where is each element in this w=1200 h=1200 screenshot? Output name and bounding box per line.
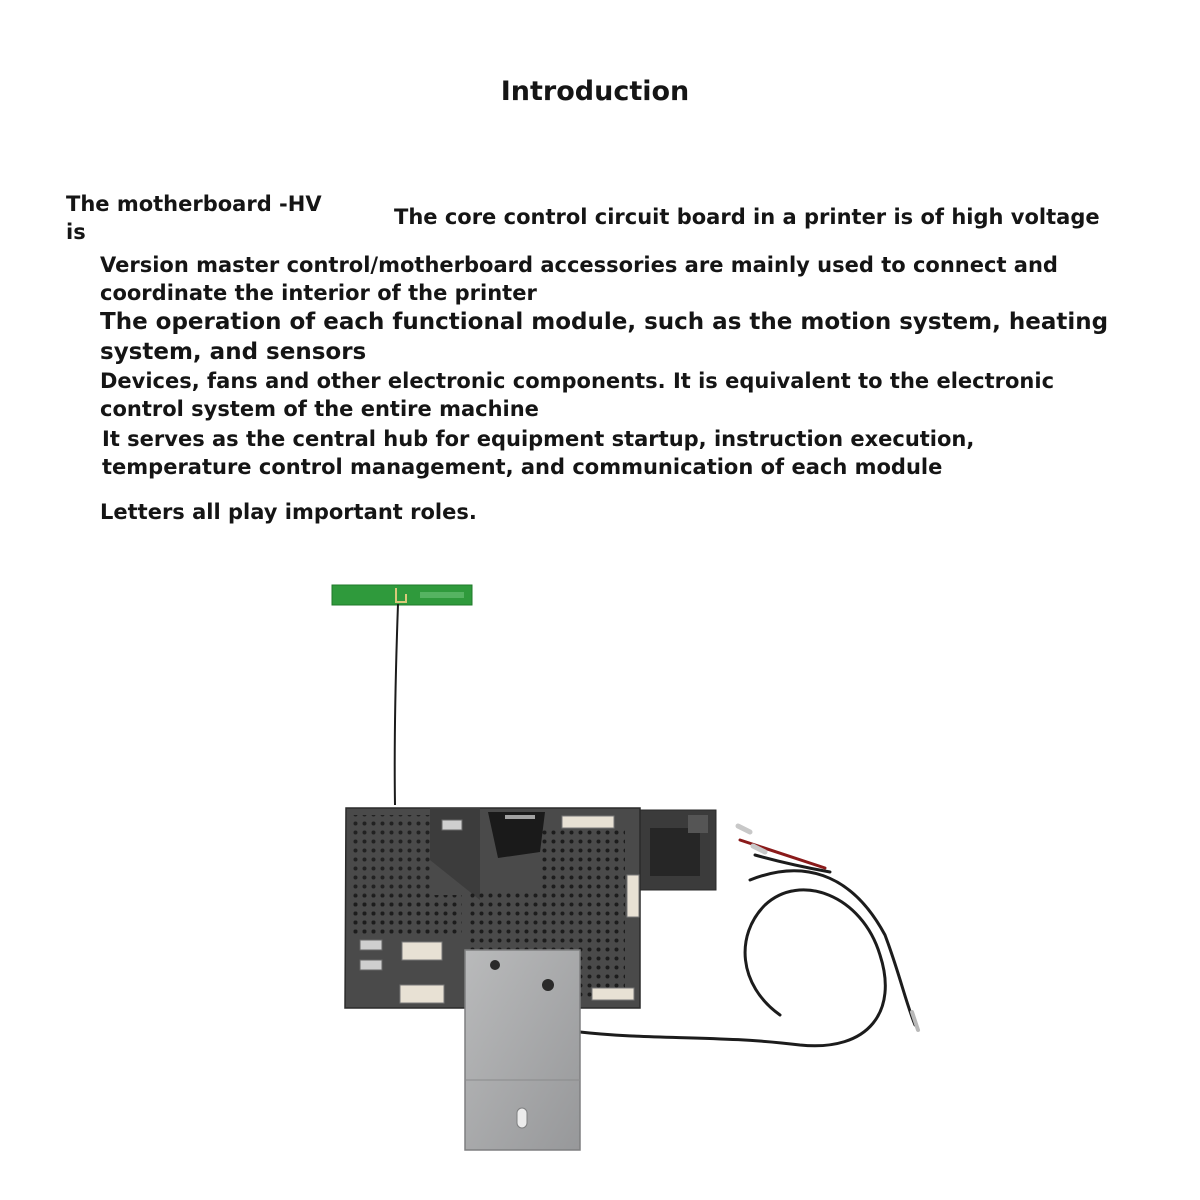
paragraph-5: Letters all play important roles.	[100, 498, 477, 526]
paragraph-line: It serves as the central hub for equipme…	[102, 427, 975, 451]
paragraph-line: system, and sensors	[100, 339, 367, 365]
metal-bracket	[464, 949, 581, 1151]
antenna	[331, 584, 473, 806]
paragraph-line: coordinate the interior of the printer	[100, 281, 537, 305]
lead-label: The motherboard -HV is	[66, 190, 322, 246]
cable	[578, 823, 920, 1048]
paragraph-line: Version master control/motherboard acces…	[100, 253, 1058, 277]
page-title: Introduction	[500, 76, 690, 107]
paragraph-line: control system of the entire machine	[100, 397, 539, 421]
mounting-tab	[635, 809, 717, 891]
motherboard-product-image	[331, 584, 920, 1151]
paragraph-line: Letters all play important roles.	[100, 500, 477, 524]
paragraph-2: The operation of each functional module,…	[100, 307, 1108, 367]
paragraph-line: temperature control management, and comm…	[102, 455, 943, 479]
lead-label-line-2: is	[66, 220, 86, 244]
motherboard	[344, 807, 641, 1009]
paragraph-4: It serves as the central hub for equipme…	[102, 425, 974, 481]
paragraph-1: Version master control/motherboard acces…	[100, 251, 1058, 307]
lead-statement: The core control circuit board in a prin…	[394, 205, 1100, 229]
lead-label-line-1: The motherboard -HV	[66, 192, 322, 216]
paragraph-3: Devices, fans and other electronic compo…	[100, 367, 1054, 423]
paragraph-line: Devices, fans and other electronic compo…	[100, 369, 1055, 393]
paragraph-line: The operation of each functional module,…	[100, 309, 1109, 335]
